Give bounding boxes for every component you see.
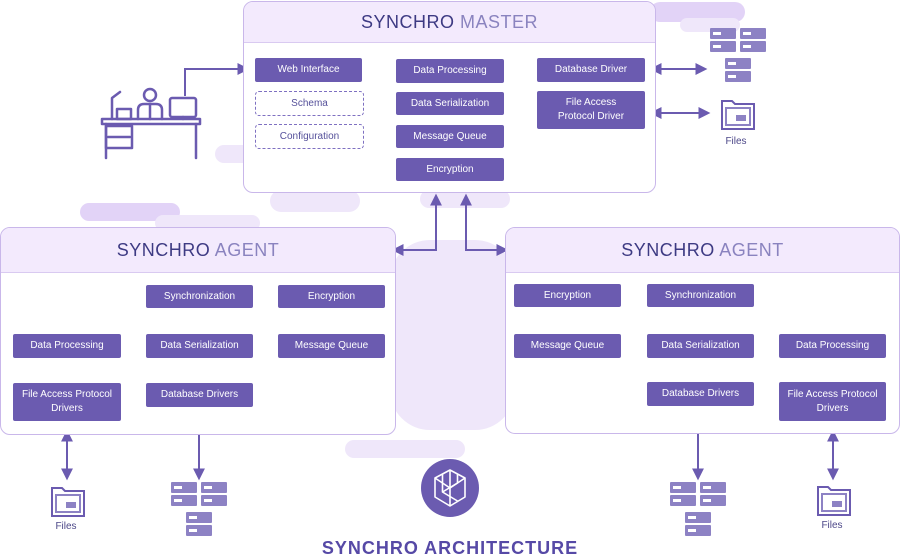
- database-driver-box: Database Driver: [537, 58, 645, 82]
- web-interface-box: Web Interface: [255, 58, 362, 82]
- schema-box: Schema: [255, 91, 364, 116]
- agent-left-data-serialization-box: Data Serialization: [146, 334, 253, 358]
- agent-right-file-access-drivers-box: File Access Protocol Drivers: [779, 382, 886, 421]
- file-folder-icon: [51, 487, 85, 517]
- database-server-icon: [670, 482, 726, 536]
- agent-right-data-serialization-box: Data Serialization: [647, 334, 754, 358]
- diagram-title: SYNCHRO ARCHITECTURE: [321, 538, 579, 558]
- background-blob: [650, 2, 745, 22]
- background-blob: [270, 190, 360, 212]
- configuration-box: Configuration: [255, 124, 364, 149]
- file-access-protocol-driver-box: File Access Protocol Driver: [537, 91, 645, 129]
- agent-right-database-drivers-box: Database Drivers: [647, 382, 754, 406]
- master-encryption-box: Encryption: [396, 158, 504, 181]
- database-server-icon: [171, 482, 227, 536]
- background-blob: [390, 240, 515, 430]
- agent-right-data-processing-box: Data Processing: [779, 334, 886, 358]
- agent-right-encryption-box: Encryption: [514, 284, 621, 307]
- agent-left-synchronization-box: Synchronization: [146, 285, 253, 308]
- agent-left-data-processing-box: Data Processing: [13, 334, 121, 358]
- user-at-desk-icon: [100, 87, 202, 160]
- agent-right-title-bold: SYNCHRO: [621, 240, 715, 260]
- file-folder-icon: [721, 100, 755, 130]
- master-data-serialization-box: Data Serialization: [396, 92, 504, 115]
- agent-right-synchronization-box: Synchronization: [647, 284, 754, 307]
- agent-right-message-queue-box: Message Queue: [514, 334, 621, 358]
- synchro-logo-cube-icon: [421, 459, 479, 517]
- master-data-processing-box: Data Processing: [396, 59, 504, 83]
- files-caption-right: Files: [821, 520, 843, 531]
- master-title-bold: SYNCHRO: [360, 12, 455, 32]
- master-message-queue-box: Message Queue: [396, 125, 504, 148]
- agent-right-header: SYNCHRO AGENT: [506, 228, 899, 273]
- agent-left-title-bold: SYNCHRO: [116, 240, 211, 260]
- agent-left-message-queue-box: Message Queue: [278, 334, 385, 358]
- master-title-light: MASTER: [460, 12, 539, 32]
- agent-left-database-drivers-box: Database Drivers: [146, 383, 253, 407]
- agent-left-header: SYNCHRO AGENT: [1, 228, 395, 273]
- agent-left-title-light: AGENT: [214, 240, 280, 260]
- background-blob: [80, 203, 180, 221]
- master-header: SYNCHRO MASTER: [244, 2, 655, 43]
- background-blob: [345, 440, 465, 458]
- database-server-icon: [710, 28, 766, 82]
- files-caption-left: Files: [55, 521, 77, 532]
- files-caption-master: Files: [725, 136, 747, 147]
- file-folder-icon: [817, 486, 851, 516]
- agent-left-encryption-box: Encryption: [278, 285, 385, 308]
- agent-left-file-access-drivers-box: File Access Protocol Drivers: [13, 383, 121, 421]
- agent-right-title-light: AGENT: [719, 240, 784, 260]
